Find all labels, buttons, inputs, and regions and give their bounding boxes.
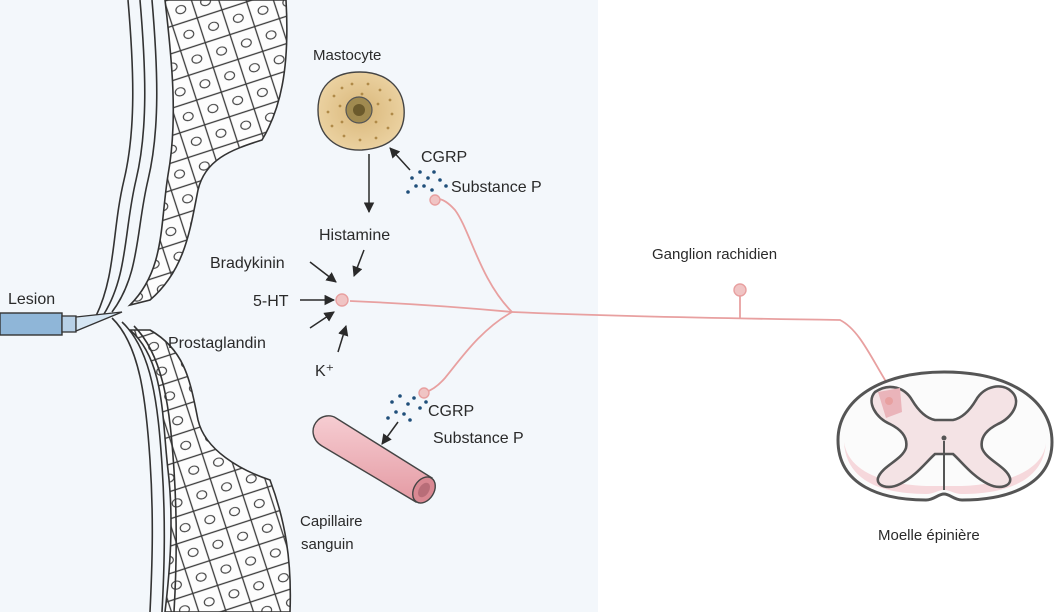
potassium-label: K⁺: [315, 363, 334, 380]
capillary-label-line2: sanguin: [301, 536, 354, 553]
ganglion-label: Ganglion rachidien: [652, 246, 777, 263]
capillary-label-line1: Capillaire: [300, 513, 363, 530]
spinal-cord-label: Moelle épinière: [878, 527, 980, 544]
cgrp-top-label: CGRP: [421, 149, 467, 166]
substance-p-top-label: Substance P: [451, 179, 542, 196]
substance-p-bottom-label: Substance P: [433, 430, 524, 447]
mast-cell: [318, 72, 404, 150]
spinal-cord-cross-section: [838, 372, 1052, 500]
ganglion-cell-body: [734, 284, 746, 296]
upper-nerve-terminal: [430, 195, 440, 205]
five-ht-label: 5-HT: [253, 293, 289, 310]
bradykinin-label: Bradykinin: [210, 255, 285, 272]
cgrp-bottom-label: CGRP: [428, 403, 474, 420]
histamine-label: Histamine: [319, 227, 390, 244]
lower-nerve-terminal: [419, 388, 429, 398]
lesion-label: Lesion: [8, 291, 55, 308]
prostaglandin-label: Prostaglandin: [168, 335, 266, 352]
free-nerve-ending: [336, 294, 348, 306]
mastocyte-label: Mastocyte: [313, 47, 381, 64]
